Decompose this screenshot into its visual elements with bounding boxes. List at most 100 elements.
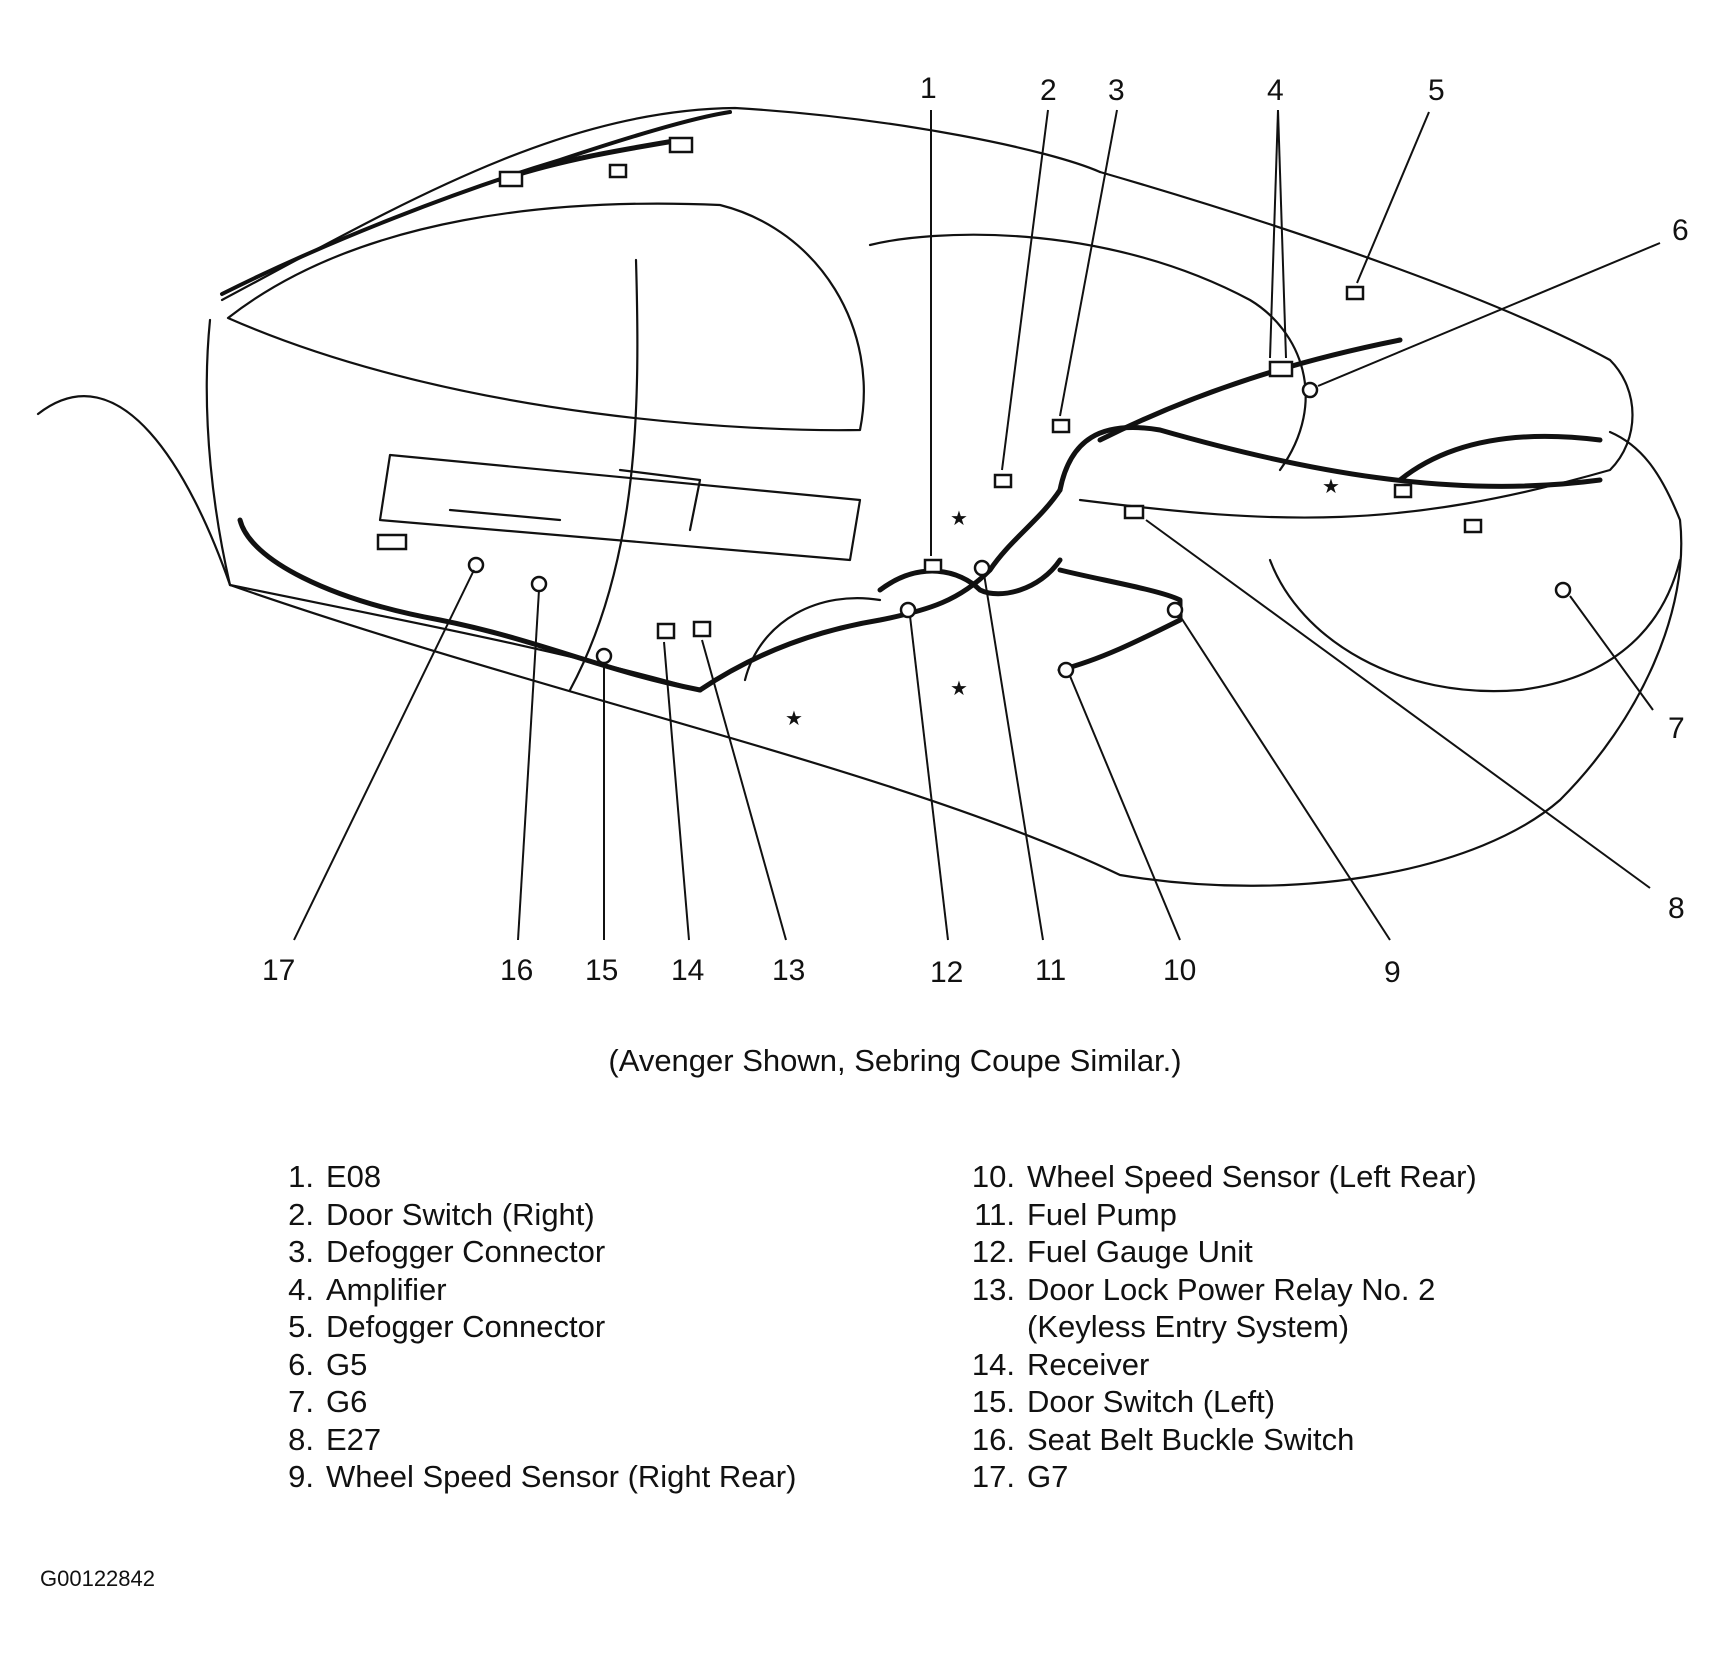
connector-fuel-gauge — [899, 601, 917, 619]
legend-item: 17. G7 — [955, 1458, 1695, 1496]
legend-number: 4. — [288, 1271, 314, 1307]
legend-label: G5 — [326, 1346, 368, 1382]
legend-item: 1.E08 — [254, 1158, 894, 1196]
callout-17: 17 — [262, 954, 295, 987]
callout-6: 6 — [1672, 214, 1689, 247]
car-body-outline — [36, 395, 1683, 887]
legend-item: 12. Fuel Gauge Unit — [955, 1233, 1695, 1271]
harness-trunk — [1097, 337, 1403, 443]
leader-7 — [1569, 595, 1654, 711]
legend-label: E27 — [326, 1421, 382, 1457]
connector-fuel-pump — [973, 559, 991, 577]
legend-label: G6 — [326, 1384, 368, 1419]
ground-symbol: ★ — [785, 706, 803, 730]
legend-number: 6. — [288, 1346, 314, 1382]
legend-item: 2. Door Switch (Right) — [254, 1196, 894, 1234]
pillar — [568, 258, 639, 692]
wheel-arch — [743, 597, 882, 682]
leader-11 — [983, 573, 1044, 941]
callout-11: 11 — [1035, 954, 1066, 987]
legend-number: 11. — [974, 1196, 1015, 1232]
callout-12: 12 — [930, 956, 963, 989]
harness-rear — [1057, 425, 1603, 493]
harness-center — [697, 487, 1063, 693]
callout-16: 16 — [500, 954, 533, 987]
legend-label: Receiver — [1027, 1346, 1150, 1382]
connector-relay — [692, 620, 712, 638]
legend-label: Fuel Gauge Unit — [1027, 1234, 1253, 1269]
ground-symbol: ★ — [950, 506, 968, 530]
cabin-floor — [378, 453, 862, 562]
legend-item: 7. G6 — [254, 1383, 894, 1421]
legend-item: 8.E27 — [254, 1421, 894, 1459]
callout-9: 9 — [1384, 956, 1401, 989]
connector-roof-1 — [498, 170, 524, 188]
legend-label: Door Switch (Right) — [326, 1196, 595, 1232]
legend-label: Wheel Speed Sensor (Right Rear) — [326, 1459, 797, 1494]
connector-roof-2 — [608, 163, 628, 179]
harness-lamps — [1397, 433, 1603, 483]
roof-outline — [220, 106, 1102, 302]
leader-2 — [1001, 109, 1049, 471]
leader-17 — [293, 569, 475, 941]
ground-symbol: ★ — [1322, 474, 1340, 498]
connector-e08 — [923, 558, 943, 574]
callout-1: 1 — [920, 72, 937, 105]
legend-item: 14. Receiver — [955, 1346, 1695, 1384]
connector-e27 — [1123, 504, 1145, 520]
legend-number: 2. — [288, 1196, 314, 1232]
legend-item: 13.Door Lock Power Relay No. 2 (Keyless … — [955, 1271, 1695, 1346]
trunk-lid — [1078, 170, 1634, 519]
leader-4a — [1269, 109, 1279, 359]
legend-number: 5. — [288, 1309, 314, 1344]
legend-item: 15.Door Switch (Left) — [955, 1383, 1695, 1421]
legend-label: Seat Belt Buckle Switch — [1027, 1421, 1355, 1457]
legend-label: Amplifier — [326, 1271, 447, 1307]
connector-floor — [376, 533, 408, 551]
legend-label: Defogger Connector — [326, 1234, 606, 1269]
leader-3 — [1059, 109, 1118, 417]
legend-item: 5.Defogger Connector — [254, 1308, 894, 1346]
legend-number: 3. — [288, 1234, 314, 1269]
connector-receiver — [656, 622, 676, 640]
callout-7: 7 — [1668, 712, 1685, 745]
legend-left: 1.E08 2. Door Switch (Right) 3. Defogger C… — [254, 1158, 894, 1496]
legend-number: 17. — [971, 1459, 1015, 1494]
leader-14 — [663, 641, 690, 941]
connector-g5 — [1301, 381, 1319, 399]
legend-item: 6. G5 — [254, 1346, 894, 1384]
callout-3: 3 — [1108, 74, 1125, 107]
connector-trunk-1 — [1393, 483, 1413, 499]
harness-left — [237, 517, 703, 693]
connector-wss-left — [1057, 661, 1075, 679]
callout-13: 13 — [772, 954, 805, 987]
car-wiring-diagram: ★ ★ ★ ★ 1 2 3 4 5 6 7 8 9 10 11 — [36, 72, 1689, 989]
legend-number: 10. — [971, 1159, 1015, 1194]
legend-item: 3. Defogger Connector — [254, 1233, 894, 1271]
legend-number: 12. — [971, 1234, 1015, 1269]
legend-label: G7 — [1027, 1459, 1069, 1494]
leader-13 — [701, 639, 787, 941]
legend-label: E08 — [326, 1159, 382, 1194]
legend-number: 7. — [288, 1384, 314, 1419]
connector-door-switch-right — [993, 473, 1013, 489]
connector-defogger-2 — [1345, 285, 1365, 301]
legend-item: 4. Amplifier — [254, 1271, 894, 1309]
legend-number: 16. — [971, 1421, 1015, 1457]
connector-wss-right — [1166, 601, 1184, 619]
connector-roof-3 — [668, 136, 694, 154]
floor-seam-1 — [618, 468, 702, 532]
legend-label: Wheel Speed Sensor (Left Rear) — [1027, 1159, 1477, 1194]
ground-symbol: ★ — [950, 676, 968, 700]
legend-right: 10. Wheel Speed Sensor (Left Rear) 11. Fue… — [955, 1158, 1695, 1496]
callout-14: 14 — [671, 954, 704, 987]
legend-label: Door Lock Power Relay No. 2 (Keyless Ent… — [1027, 1271, 1436, 1345]
connector-trunk-2 — [1463, 518, 1483, 534]
legend-number: 9. — [288, 1459, 314, 1494]
callout-2: 2 — [1040, 74, 1057, 107]
figure-code: G00122842 — [40, 1566, 155, 1591]
legend-number: 14. — [971, 1346, 1015, 1382]
leader-8 — [1145, 519, 1651, 889]
harness-roof — [497, 137, 683, 183]
connector-door-switch-left — [595, 647, 613, 665]
